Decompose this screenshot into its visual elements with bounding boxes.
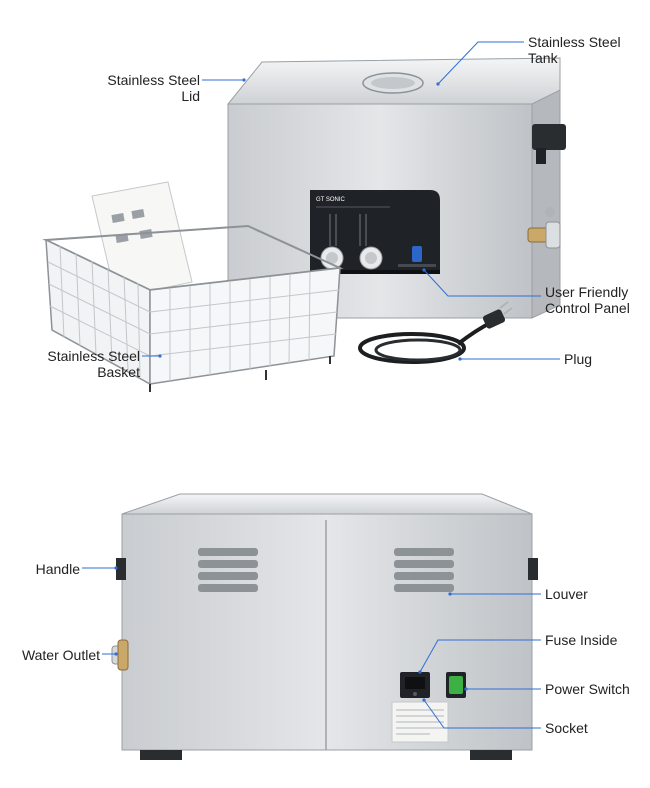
leader-fuse-inside [419,639,541,673]
leader-plug-dot [458,357,462,361]
callout-control-panel: User Friendly Control Panel [545,284,630,316]
back-handle-left [116,558,126,580]
louver-left [198,548,258,592]
drain-valve [527,207,561,249]
louver-right [394,548,454,592]
leader-power-switch-dot [464,687,468,691]
callout-lid: Stainless Steel Lid [107,72,200,104]
leader-water-outlet-dot [114,652,118,656]
leader-socket [423,699,541,729]
callout-handle: Handle [35,561,80,577]
callout-socket: Socket [545,720,588,736]
panel-brand-text: GT SONIC [316,197,346,203]
leader-socket-dot [422,698,426,702]
leader-handle-dot [114,566,118,570]
callout-tank: Stainless Steel Tank [528,34,621,66]
spec-label-plate [391,701,449,743]
power-cord [358,301,513,364]
leader-tank-dot [436,82,440,86]
power-rocker-switch [446,672,466,698]
leader-control-panel [423,269,541,297]
leader-fuse-inside-dot [418,670,422,674]
power-plug [482,301,513,329]
callout-fuse-inside: Fuse Inside [545,632,618,648]
callout-power-switch: Power Switch [545,681,630,697]
leader-louver-dot [448,592,452,596]
panel-switch [412,246,422,262]
cleaner-back-unit [111,493,538,760]
callout-plug: Plug [564,351,593,367]
callout-louver: Louver [545,586,588,602]
water-outlet-fitting [111,639,129,671]
leader-lid-dot [242,78,246,82]
back-handle-right [528,558,538,580]
control-panel: GT SONIC [310,190,440,274]
back-panel [121,513,533,751]
back-lid-edge [121,493,533,515]
leader-basket-dot [158,354,162,358]
power-socket [400,672,430,698]
callout-water-outlet: Water Outlet [21,647,100,663]
leader-tank [437,41,524,85]
leader-control-panel-dot [422,268,426,272]
callout-leader-lines [82,41,560,729]
cleaner-front-unit: GT SONIC [226,57,566,319]
stainless-steel-basket [42,224,344,392]
tank-side-handle [532,124,566,150]
callout-basket: Stainless Steel Basket [47,348,140,380]
